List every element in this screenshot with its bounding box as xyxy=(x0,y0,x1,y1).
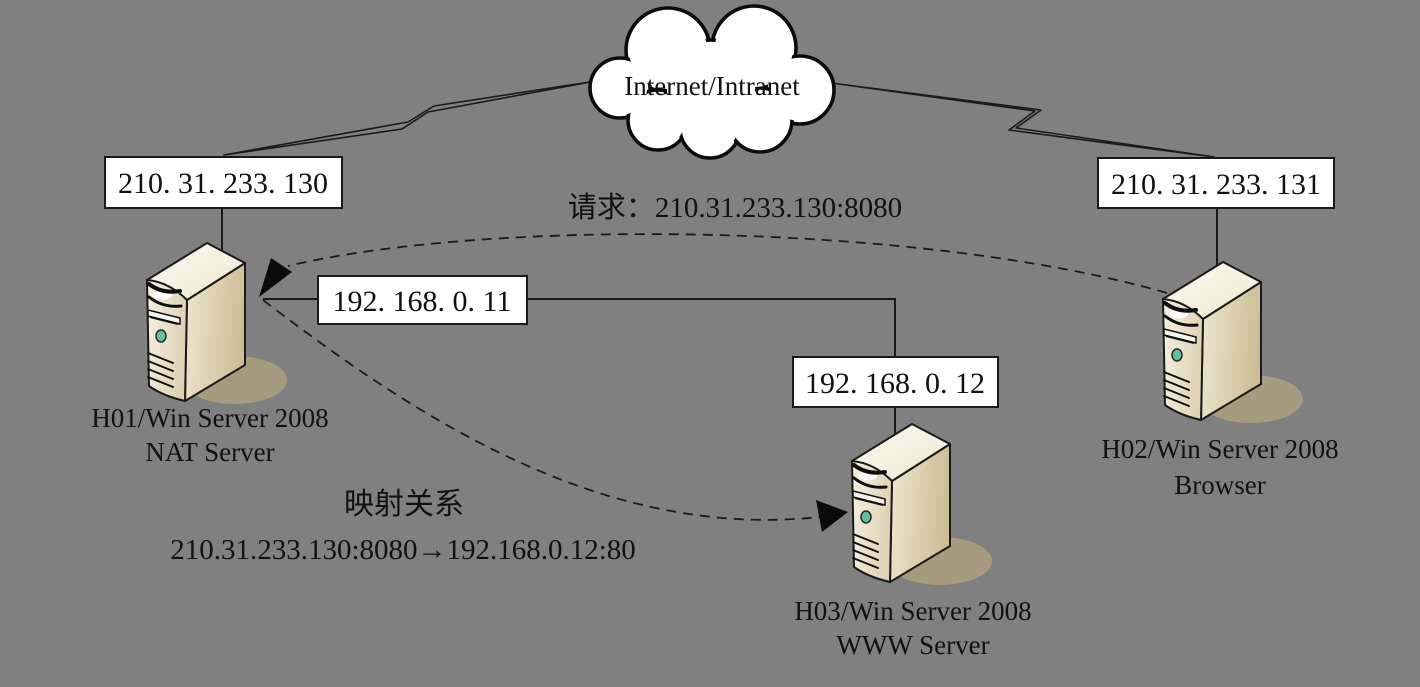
server-h02-subtitle: Browser xyxy=(1174,470,1265,500)
cloud-label: Internet/Intranet xyxy=(624,71,800,101)
ip-label-h01-public: 210. 31. 233. 130 xyxy=(118,167,328,200)
server-h03-title: H03/Win Server 2008 xyxy=(794,596,1031,626)
server-h03-subtitle: WWW Server xyxy=(836,630,989,660)
mapping-arrowhead-icon xyxy=(816,500,848,532)
mapping-title: 映射关系 xyxy=(344,488,464,521)
request-flow-curve xyxy=(287,233,1168,294)
ip-box-h01-private: 192. 168. 0. 11 xyxy=(317,275,528,325)
ip-box-h03-private: 192. 168. 0. 12 xyxy=(792,356,999,408)
mapping-rule: 210.31.233.130:8080→192.168.0.12:80 xyxy=(170,534,636,566)
request-annotation: 请求：210.31.233.130:8080 xyxy=(568,191,902,224)
ip-label-h01-private: 192. 168. 0. 11 xyxy=(333,285,512,318)
ip-label-h02-public: 210. 31. 233. 131 xyxy=(1111,168,1321,201)
wan-link-left xyxy=(223,80,597,156)
server-h02-title: H02/Win Server 2008 xyxy=(1101,434,1338,464)
ip-label-h03-private: 192. 168. 0. 12 xyxy=(805,367,985,400)
ip-box-h01-public: 210. 31. 233. 130 xyxy=(104,156,343,209)
mapping-flow-curve xyxy=(262,299,844,521)
server-h01-title: H01/Win Server 2008 xyxy=(91,403,328,433)
ip-box-h02-public: 210. 31. 233. 131 xyxy=(1097,157,1335,209)
request-arrowhead-icon xyxy=(259,258,292,297)
server-h01-subtitle: NAT Server xyxy=(145,437,274,467)
internet-cloud: Internet/Intranet xyxy=(588,4,836,160)
